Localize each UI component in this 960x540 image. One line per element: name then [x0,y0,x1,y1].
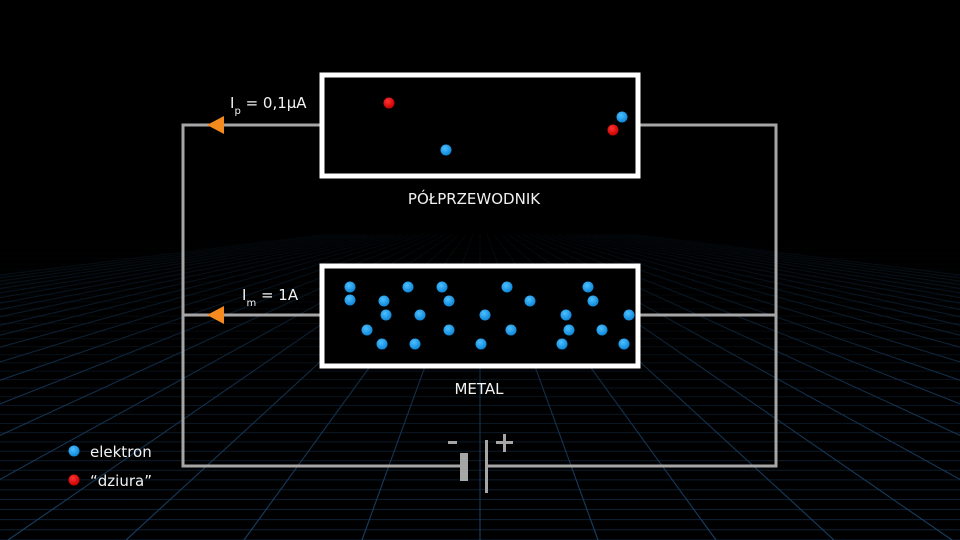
electron-dot [524,295,536,307]
hole-dot [383,97,395,109]
electron-dot [443,295,455,307]
current-symbol: I [242,286,246,304]
electron-dot [402,281,414,293]
legend: elektron “dziura” [68,443,152,490]
electron-dot [380,309,392,321]
electron-dot [443,324,455,336]
battery-minus-sign [448,441,457,444]
electron-dot [505,324,517,336]
semiconductor-box [319,72,641,179]
semiconductor-carriers [383,97,628,156]
electron-dot [414,309,426,321]
legend-hole-marker [68,474,80,486]
electron-dot [376,338,388,350]
electron-dot [587,295,599,307]
current-subscript: p [234,106,240,117]
electron-dot [560,309,572,321]
battery-symbol [448,434,513,493]
electron-dot [596,324,608,336]
battery-negative-plate [460,453,468,481]
current-value: = 1A [256,286,299,304]
current-subscript: m [246,298,256,309]
metal-carriers [344,281,635,350]
current-symbol: I [230,94,234,112]
current-arrow-semiconductor [207,116,224,134]
electron-dot [623,309,635,321]
hole-dot [607,124,619,136]
metal-label: METAL [454,380,504,398]
wire-left-loop [181,123,463,468]
electron-dot [563,324,575,336]
legend-hole-label: “dziura” [90,472,152,490]
metal-current-label: Im = 1A [242,286,299,309]
electron-dot [479,309,491,321]
circuit-wires [181,123,778,468]
electron-dot [344,281,356,293]
current-value: = 0,1µA [241,94,308,112]
electron-dot [361,324,373,336]
semiconductor-label: PÓŁPRZEWODNIK [408,189,541,208]
electron-dot [618,338,630,350]
electron-dot [440,144,452,156]
electron-dot [556,338,568,350]
electron-dot [436,281,448,293]
battery-positive-plate [485,440,488,493]
wire-right-loop [488,123,778,468]
semiconductor-current-label: Ip = 0,1µA [230,94,307,117]
legend-electron-label: elektron [90,443,152,461]
battery-plus-sign [496,434,513,452]
electron-dot [378,295,390,307]
electron-dot [616,111,628,123]
electron-dot [409,338,421,350]
electron-dot [475,338,487,350]
electron-dot [344,294,356,306]
electron-dot [501,281,513,293]
current-arrow-metal [207,306,224,324]
legend-electron-marker [68,445,80,457]
electron-dot [582,281,594,293]
